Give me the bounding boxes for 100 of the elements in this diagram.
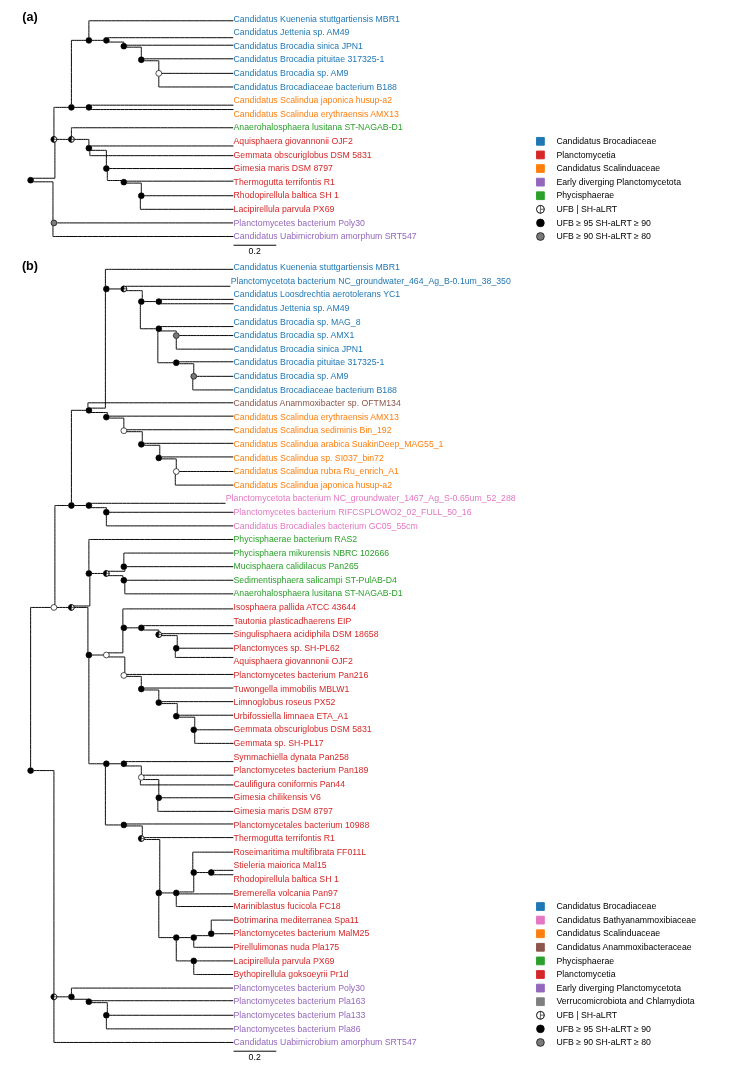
connector [89,412,108,415]
node-circle [137,192,145,199]
node-circle [120,178,127,186]
connector [108,417,124,429]
legend-label: UFB | SH-aLRT [555,203,617,214]
label: 0.2 [248,246,261,257]
connector [90,1002,108,1013]
connector [142,625,234,627]
connector [159,330,177,333]
node-text: Phycisphaerae bacterium RAS2 [233,534,357,545]
node-text: Tuwongella immobilis MBLW1 [233,683,349,694]
node-circle [172,359,180,366]
connector [52,999,234,1043]
connector [139,779,234,786]
connector [73,106,86,108]
node-text: Lacipirellula parvula PX69 [233,203,334,214]
legend-label: Verrucomicrobiota and Chlamydiota [555,996,695,1007]
node-circle [102,509,110,516]
node-circle [120,672,127,679]
legend-label: Planctomycetia [555,149,616,160]
connector [88,150,234,157]
node-text: Candidatus Uabimicrobium amorphum SRT547 [233,1037,417,1048]
legend-label: Planctomycetia [555,969,616,980]
node-circle [120,821,127,829]
connector [143,301,156,303]
node-text: Mariniblastus fucicola FC18 [233,901,341,912]
legend-label: Candidatus Scalinduaceae [555,163,660,174]
connector [195,872,208,874]
connector [90,109,234,111]
node-text: Planctomycetes bacterium Poly30 [233,217,365,228]
node-circle [85,37,92,44]
node-circle [137,685,145,693]
node-text: Candidatus Kuenenia stuttgartiensis MBR1 [233,262,400,273]
connector [143,837,234,839]
node-text: Planctomyces sp. SH-PL62 [233,642,340,653]
connector [32,770,54,995]
connector [156,800,234,812]
node-circle [85,144,92,152]
connector [143,442,234,444]
node-text: Candidatus Jettenia sp. AM49 [233,302,349,313]
connector [159,303,234,305]
connector [107,630,123,654]
node-circle [137,624,145,632]
label: (b) [21,258,38,273]
node-circle [85,502,92,509]
connector [157,895,174,939]
node-circle [155,889,162,897]
connector [52,106,69,137]
connector [90,145,234,147]
connector [142,774,234,776]
connector [104,268,234,287]
connector [108,168,234,170]
node-text: Roseimaritima multifibrata FF011L [233,846,366,857]
node-circle [207,869,214,876]
connector [178,471,234,472]
connector [90,507,107,510]
connector [195,375,234,377]
connector [143,689,159,701]
legend-label: Candidatus Bathyanammoxibiaceae [555,914,696,925]
connector [160,72,234,74]
connector [108,415,234,417]
connector [125,761,234,763]
connector [125,765,142,775]
node-text: Candidatus Brocadia pituitae 317325-1 [233,54,384,65]
connector [90,502,226,504]
connector [56,222,234,224]
legend-label: Phycisphaerae [555,955,614,966]
connector [125,182,142,194]
connector [125,627,139,629]
node-circle [67,502,75,509]
node-text: Candidatus Scalindua rubra Ru_enrich_A1 [233,466,399,477]
node-text: Candidatus Brocadiaceae bacterium B188 [233,81,397,92]
legend-label: Early diverging Planctomycetota [555,176,681,187]
connector [191,378,234,391]
connector [160,456,234,458]
connector [191,851,234,871]
node-text: Candidatus Scalindua erythraensis AMX13 [233,411,399,422]
node-circle [137,774,145,781]
legend-label: UFB | SH-aLRT [555,1009,617,1020]
node-text: Aquisphaera giovannonii OJF2 [233,656,353,667]
connector [90,39,104,41]
node-text: Caulifigura coniformis Pan44 [233,778,345,789]
node-circle [120,624,127,632]
node-text: Candidatus Brocadia sp. AMX1 [233,330,354,341]
connector [143,687,234,689]
connector [160,797,234,799]
node-circle [102,37,110,44]
legend-label: Phycisphaerae [555,190,614,201]
connector [192,940,234,948]
connector [212,869,234,871]
connector [70,39,86,105]
node-circle [190,373,197,380]
connector [108,763,121,765]
node-text: Singulisphaera acidiphila DSM 18658 [233,629,378,640]
connector [192,963,234,975]
connector [104,766,121,826]
node-text: Candidatus Brocadiales bacterium GC05_55cm [233,520,418,531]
node-text: Phycisphaera mikurensis NBRC 102666 [233,547,389,558]
connector [87,539,234,571]
connector [139,198,234,210]
